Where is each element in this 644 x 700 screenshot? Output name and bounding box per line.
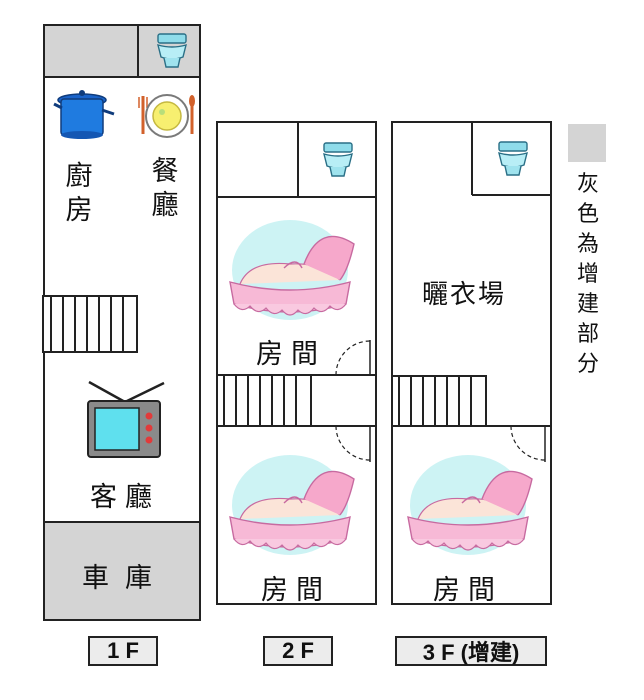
door-3f: [510, 425, 546, 462]
stairs-2f: [216, 374, 312, 427]
legend-swatch: [568, 124, 606, 162]
floor-tag-1f: 1 F: [88, 636, 158, 666]
door-2f-upper: [335, 340, 371, 376]
stairs-3f: [391, 375, 487, 427]
garage-extension: [43, 521, 201, 621]
floor-tag-3f: 3 F (增建): [395, 636, 547, 666]
tv-icon: [87, 380, 165, 458]
room-label-kitchen: 廚房: [65, 161, 93, 226]
floor-tag-2f: 2 F: [263, 636, 333, 666]
room-label-3f-lower: 房間: [433, 575, 503, 606]
room-label-dining: 餐廳: [151, 156, 179, 221]
room-label-living: 客廳: [90, 482, 160, 513]
door-2f-lower: [335, 425, 371, 462]
room-label-garage: 車庫: [82, 563, 168, 594]
cooking-pot-icon: [53, 90, 115, 139]
room-label-2f-upper: 房間: [256, 339, 326, 370]
room-label-2f-lower: 房間: [261, 575, 331, 606]
stairs-1f: [42, 295, 138, 353]
legend-text: 灰色為增建部分: [576, 172, 599, 377]
room-label-laundry: 曬衣場: [422, 280, 507, 310]
plate-and-utensils-icon: [138, 94, 195, 138]
